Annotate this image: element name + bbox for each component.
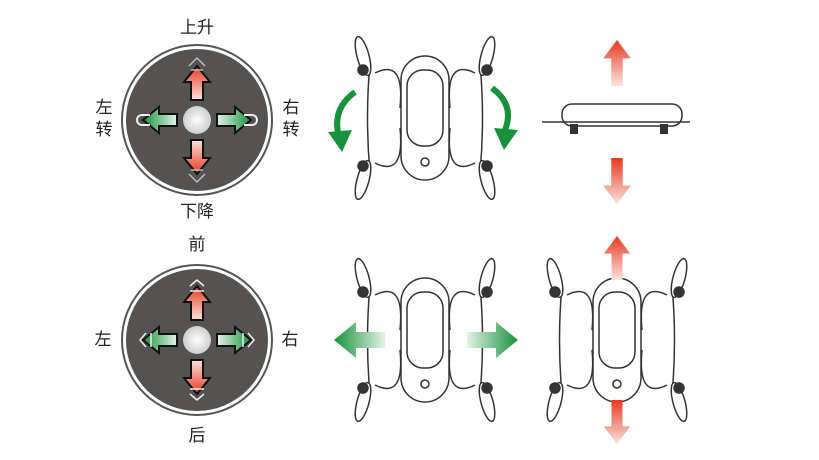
label-backward: 后 [189, 426, 206, 446]
label-right: 右 [282, 330, 299, 350]
drone-strafe-illustration [334, 257, 518, 423]
descend-arrow-icon [603, 158, 631, 204]
right-chevron-icon [242, 332, 255, 348]
label-descend: 下降 [180, 202, 214, 222]
move-right-arrow-icon [467, 322, 518, 358]
label-left: 左 [95, 330, 112, 350]
backward-arrow-icon [603, 400, 631, 444]
drone-side-view [542, 40, 690, 204]
rotate-left-icon [136, 114, 150, 126]
label-ascend: 上升 [180, 18, 214, 38]
move-left-arrow-icon [334, 322, 385, 358]
label-turn-left-1: 左 [96, 98, 113, 118]
drone-forward-back-illustration [544, 236, 690, 444]
up-chevron-icon [188, 56, 206, 71]
down-chevron-icon [188, 169, 206, 184]
joystick-pad [121, 44, 273, 196]
joystick-pad [121, 264, 273, 416]
rotate-joystick: 上升 下降 左 转 右 转 [96, 18, 300, 222]
label-turn-right-2: 转 [283, 120, 300, 140]
left-chevron-icon [139, 332, 152, 348]
rotate-right-icon [244, 114, 258, 126]
backward-chevron-icon [189, 388, 205, 401]
rotate-arrow-right-icon [490, 85, 511, 132]
ascend-arrow-icon [603, 40, 631, 86]
move-joystick: 前 后 左 右 [95, 235, 299, 446]
label-forward: 前 [189, 235, 206, 255]
forward-arrow-icon [603, 236, 631, 280]
label-turn-right-1: 右 [283, 98, 300, 118]
forward-chevron-icon [189, 279, 205, 292]
label-turn-left-2: 转 [96, 120, 113, 140]
drone-rotate-illustration [328, 35, 518, 201]
